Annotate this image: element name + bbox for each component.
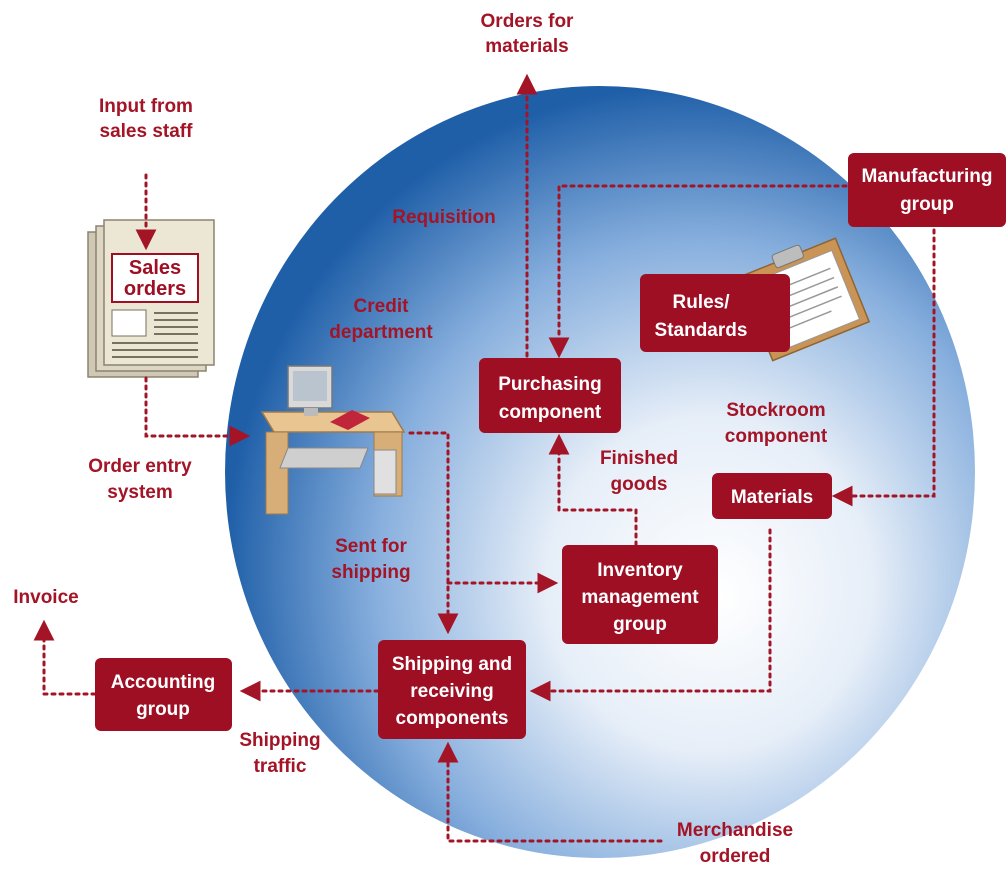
computer-desk-icon [260, 365, 406, 515]
shipping-traffic-line1: Shipping [239, 730, 320, 751]
shipping-receiving-box: Shipping and receiving components [378, 640, 526, 739]
invoice-label: Invoice [13, 587, 78, 608]
inventory-line1: Inventory [597, 560, 683, 581]
manufacturing-group-line1: Manufacturing [862, 166, 993, 187]
orders-for-materials-line1: Orders for [481, 11, 575, 32]
inventory-line3: group [613, 614, 667, 635]
sales-orders-title: Sales [129, 257, 181, 279]
order-entry-system-line1: Order entry [88, 456, 192, 477]
manufacturing-group-line2: group [900, 194, 954, 215]
purchasing-component-box: Purchasing component [479, 358, 621, 433]
inventory-line2: management [581, 587, 699, 608]
sent-for-shipping-line1: Sent for [335, 536, 407, 557]
arrow-materials-to-shipping [529, 528, 772, 702]
shipping-receiving-line1: Shipping and [392, 654, 512, 675]
credit-department-line1: Credit [354, 296, 410, 317]
flow-arrows [33, 73, 936, 843]
materials-label: Materials [731, 487, 813, 508]
requisition-label: Requisition [392, 207, 495, 228]
purchasing-component-line2: component [499, 402, 602, 423]
rules-standards-line2: Standards [655, 320, 748, 341]
accounting-group-box: Accounting group [95, 658, 232, 731]
input-from-sales-line1: Input from [99, 96, 193, 117]
arrow-orders-to-order-entry [144, 376, 251, 447]
orders-for-materials-line2: materials [485, 36, 568, 57]
stockroom-component-line1: Stockroom [726, 400, 825, 421]
sales-orders-subtitle: orders [124, 278, 186, 300]
arrow-manufacturing-to-purchasing [548, 184, 848, 359]
purchasing-component-line1: Purchasing [498, 374, 601, 395]
merchandise-ordered-line1: Merchandise [677, 820, 793, 841]
input-from-sales-line2: sales staff [100, 121, 194, 142]
accounting-group-line2: group [136, 699, 190, 720]
arrow-computer-to-shipping [408, 431, 459, 635]
merchandise-ordered-line2: ordered [700, 846, 771, 867]
sent-for-shipping-line2: shipping [331, 562, 410, 583]
sales-orders-document-icon [87, 219, 215, 378]
materials-box: Materials [712, 473, 832, 519]
credit-department-line2: department [329, 322, 433, 343]
rules-standards-box: Rules/ Standards [640, 274, 790, 352]
shipping-receiving-line2: receiving [410, 681, 493, 702]
shipping-traffic-line2: traffic [254, 756, 307, 777]
manufacturing-group-box: Manufacturing group [848, 153, 1006, 227]
finished-goods-line1: Finished [600, 448, 678, 469]
arrow-inventory-to-purchasing [548, 433, 638, 547]
accounting-group-line1: Accounting [111, 672, 216, 693]
inventory-management-group-box: Inventory management group [562, 545, 718, 644]
shipping-receiving-line3: components [396, 708, 509, 729]
stockroom-component-line2: component [725, 426, 828, 447]
order-entry-system-line2: system [107, 482, 173, 503]
finished-goods-line2: goods [611, 474, 668, 495]
arrow-manufacturing-to-materials [831, 228, 936, 507]
arrow-accounting-to-invoice [33, 619, 97, 696]
rules-standards-line1: Rules/ [672, 292, 730, 313]
arrow-merchandise-to-shipping [437, 741, 663, 843]
